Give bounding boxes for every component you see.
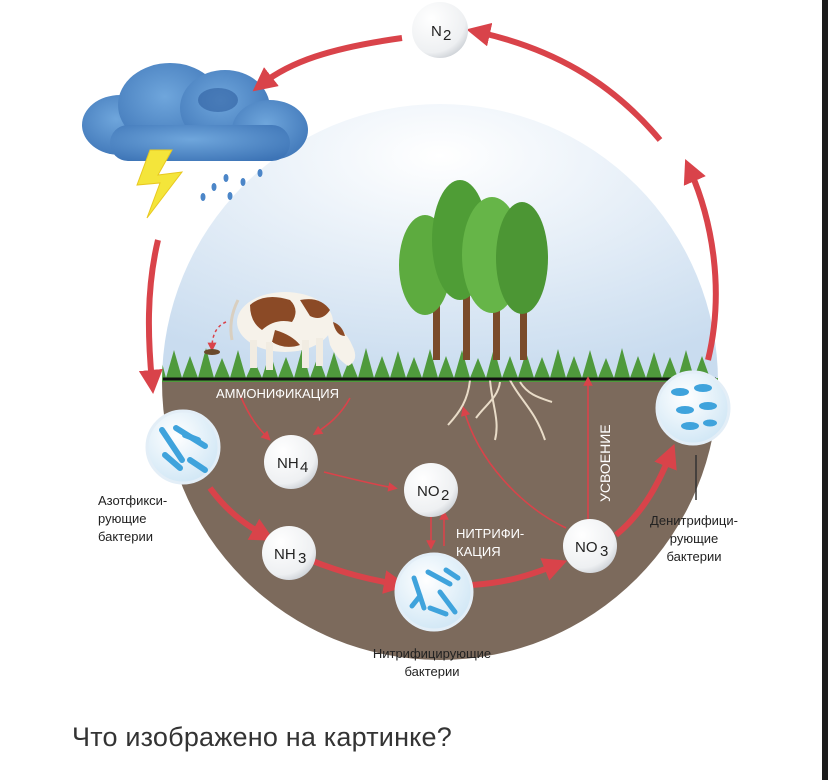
node-no3: NO 3 <box>563 519 617 573</box>
node-n2: N 2 <box>412 2 468 58</box>
ammonification-label: АММОНИФИКАЦИЯ <box>216 386 339 401</box>
svg-text:NH: NH <box>277 455 299 472</box>
svg-text:рующие: рующие <box>98 511 147 526</box>
nitrification-label-line1: НИТРИФИ- <box>456 526 524 541</box>
svg-text:4: 4 <box>300 459 308 476</box>
svg-text:NH: NH <box>274 546 296 563</box>
nitrogen-fixing-bacteria-icon <box>147 411 219 483</box>
assimilation-label: УСВОЕНИЕ <box>597 424 613 502</box>
svg-text:3: 3 <box>298 550 306 567</box>
nitrification-label-line2: КАЦИЯ <box>456 544 501 559</box>
svg-text:2: 2 <box>441 487 449 504</box>
svg-text:NO: NO <box>417 483 440 500</box>
node-no2: NO 2 <box>404 463 458 517</box>
soil <box>150 378 730 678</box>
svg-text:N: N <box>431 23 442 40</box>
svg-text:Азотфикси-: Азотфикси- <box>98 493 167 508</box>
svg-text:Денитрифици-: Денитрифици- <box>650 513 738 528</box>
svg-text:NO: NO <box>575 539 598 556</box>
question-text: Что изображено на картинке? <box>72 722 452 753</box>
nitrogen-fixing-caption: Азотфикси- рующие бактерии <box>98 493 167 544</box>
node-nh3: NH 3 <box>262 526 316 580</box>
svg-text:бактерии: бактерии <box>404 664 459 679</box>
svg-text:2: 2 <box>443 27 451 44</box>
nitrifying-caption: Нитрифицирующие бактерии <box>373 646 491 679</box>
svg-text:бактерии: бактерии <box>98 529 153 544</box>
arrow-n2-to-cloud <box>262 38 402 84</box>
denitrifying-bacteria-icon <box>657 372 729 444</box>
svg-text:рующие: рующие <box>670 531 719 546</box>
svg-text:бактерии: бактерии <box>666 549 721 564</box>
svg-text:3: 3 <box>600 543 608 560</box>
nitrifying-bacteria-icon <box>396 554 472 630</box>
svg-text:Нитрифицирующие: Нитрифицирующие <box>373 646 491 661</box>
arrow-cloud-to-soil <box>149 240 158 382</box>
node-nh4: NH 4 <box>264 435 318 489</box>
